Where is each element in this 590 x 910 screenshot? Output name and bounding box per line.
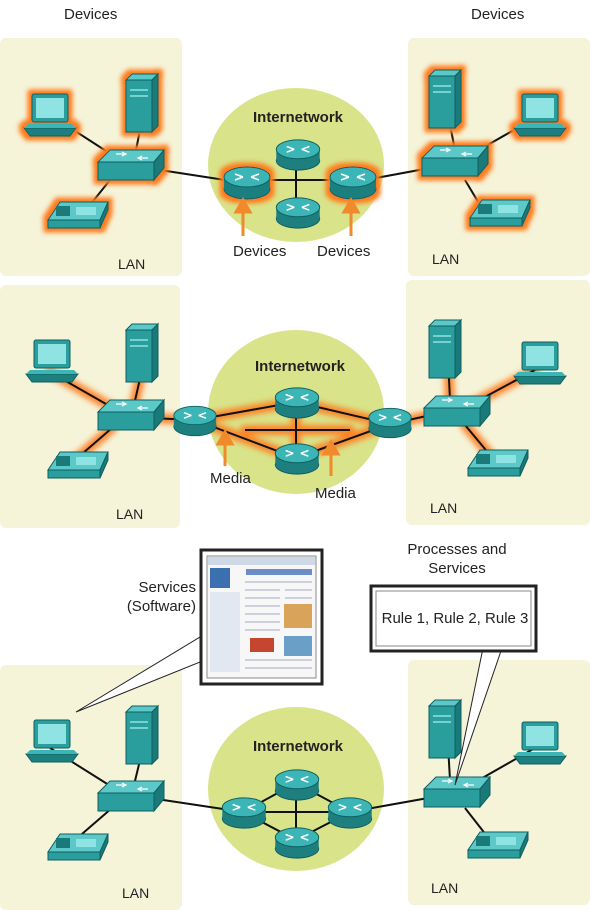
pc-icon <box>513 341 567 385</box>
panel-devices: Devices Devices Internetwork Devices Dev… <box>0 6 590 276</box>
pc-icon <box>25 339 79 383</box>
router-icon <box>275 197 321 229</box>
arrow-label-devices-left: Devices <box>233 243 286 260</box>
processes-label-line1: Processes and <box>407 541 506 558</box>
server-icon <box>428 69 462 129</box>
router-icon <box>223 166 271 200</box>
switch-icon <box>97 399 165 431</box>
server-icon <box>428 319 462 379</box>
devices-label-right: Devices <box>471 6 524 23</box>
ip-phone-icon <box>47 833 109 861</box>
pc-icon <box>513 93 567 137</box>
ip-phone-icon <box>47 201 109 229</box>
arrow-label-devices-right: Devices <box>317 243 370 260</box>
lan-label-left: LAN <box>122 885 149 901</box>
router-icon <box>368 407 412 439</box>
web-page-thumbnail <box>199 548 324 686</box>
lan-label-left: LAN <box>118 256 145 272</box>
ip-phone-icon <box>47 451 109 479</box>
lan-label-right: LAN <box>432 251 459 267</box>
processes-label-line2: Services <box>428 560 486 577</box>
lan-label-right: LAN <box>430 500 457 516</box>
arrow-label-media-right: Media <box>315 485 357 502</box>
router-icon <box>274 769 320 801</box>
router-icon <box>274 827 320 859</box>
internetwork-label: Internetwork <box>253 738 344 755</box>
router-icon <box>274 387 320 419</box>
panel-services: Services (Software) Rule 1, Rule 2, Rule… <box>0 541 590 910</box>
router-icon <box>274 443 320 475</box>
pc-icon <box>23 93 77 137</box>
server-icon <box>125 705 159 765</box>
switch-icon <box>97 149 165 181</box>
server-icon <box>125 323 159 383</box>
router-icon <box>221 797 267 829</box>
switch-icon <box>423 395 491 427</box>
switch-icon <box>421 145 489 177</box>
internetwork-label: Internetwork <box>253 109 344 126</box>
pc-icon <box>25 719 79 763</box>
router-icon <box>173 405 217 437</box>
switch-icon <box>423 776 491 808</box>
server-icon <box>428 699 462 759</box>
panel-media: Internetwork Media Media LAN LAN <box>0 280 590 528</box>
router-icon <box>329 166 377 200</box>
ip-phone-icon <box>469 199 531 227</box>
arrow-label-media-left: Media <box>210 470 252 487</box>
lan-label-right: LAN <box>431 880 458 896</box>
devices-label-left: Devices <box>64 6 117 23</box>
switch-icon <box>97 780 165 812</box>
ip-phone-icon <box>467 831 529 859</box>
router-icon <box>275 139 321 171</box>
internetwork-label: Internetwork <box>255 358 346 375</box>
services-label-line2: (Software) <box>127 598 196 615</box>
router-icon <box>327 797 373 829</box>
server-icon <box>125 73 159 133</box>
ip-phone-icon <box>467 449 529 477</box>
pc-icon <box>513 721 567 765</box>
services-label-line1: Services <box>138 579 196 596</box>
lan-label-left: LAN <box>116 506 143 522</box>
rules-text: Rule 1, Rule 2, Rule 3 <box>382 610 529 627</box>
